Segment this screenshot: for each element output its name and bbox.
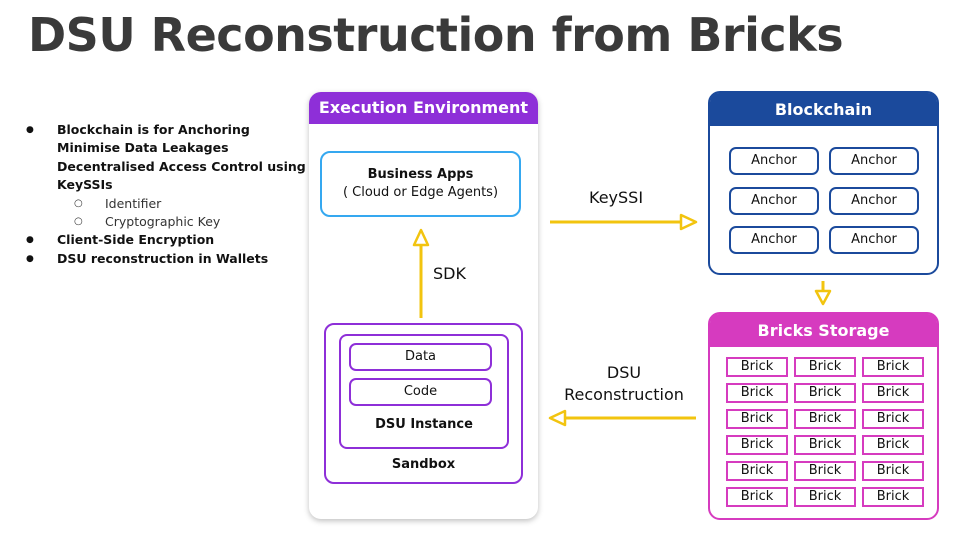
business-apps-box: Business Apps ( Cloud or Edge Agents) <box>320 151 521 217</box>
bullet-item: DSU reconstruction in Wallets <box>26 250 316 269</box>
brick-box: Brick <box>794 461 856 481</box>
sandbox-label: Sandbox <box>391 457 456 472</box>
brick-box: Brick <box>794 487 856 507</box>
brick-box: Brick <box>862 409 924 429</box>
sandbox-box: Data Code DSU Instance Sandbox <box>324 323 523 484</box>
dsu-label: DSU <box>606 363 642 382</box>
business-apps-subtitle: ( Cloud or Edge Agents) <box>342 185 499 200</box>
anchor-box: Anchor <box>829 226 919 254</box>
brick-box: Brick <box>726 461 788 481</box>
brick-box: Brick <box>726 357 788 377</box>
brick-box: Brick <box>794 383 856 403</box>
brick-box: Brick <box>862 383 924 403</box>
bricks-storage-header: Bricks Storage <box>710 314 937 347</box>
anchor-box: Anchor <box>729 226 819 254</box>
brick-box: Brick <box>726 383 788 403</box>
anchor-box: Anchor <box>829 147 919 175</box>
bullet-item: Blockchain is for Anchoring <box>26 121 316 140</box>
bullet-list: Blockchain is for Anchoring Minimise Dat… <box>26 121 316 269</box>
sub-bullet-item: Cryptographic Key <box>26 213 316 232</box>
data-box: Data <box>349 343 492 371</box>
code-box: Code <box>349 378 492 406</box>
bullet-item-continued: Minimise Data Leakages <box>57 140 229 156</box>
brick-box: Brick <box>726 435 788 455</box>
brick-box: Brick <box>794 357 856 377</box>
brick-box: Brick <box>862 487 924 507</box>
sdk-arrow <box>412 228 430 318</box>
sub-bullet-item: Identifier <box>26 195 316 214</box>
reconstruction-arrow <box>548 409 696 427</box>
sdk-label: SDK <box>433 264 466 283</box>
anchor-box: Anchor <box>729 187 819 215</box>
brick-box: Brick <box>794 435 856 455</box>
keyssi-arrow <box>550 213 698 231</box>
anchor-to-bricks-arrow <box>814 281 832 306</box>
slide-title: DSU Reconstruction from Bricks <box>28 8 844 62</box>
reconstruction-label: Reconstruction <box>564 385 684 404</box>
keyssi-label: KeySSI <box>589 188 644 207</box>
brick-box: Brick <box>862 435 924 455</box>
blockchain-box: Blockchain Anchor Anchor Anchor Anchor A… <box>708 91 939 275</box>
bullet-item-continued: KeySSIs <box>57 177 113 193</box>
brick-box: Brick <box>862 357 924 377</box>
anchor-box: Anchor <box>729 147 819 175</box>
dsu-instance-label: DSU Instance <box>375 417 473 432</box>
brick-box: Brick <box>862 461 924 481</box>
execution-environment-header: Execution Environment <box>309 92 538 124</box>
brick-box: Brick <box>794 409 856 429</box>
dsu-instance-box: Data Code DSU Instance <box>339 334 509 449</box>
bullet-item: Client-Side Encryption <box>26 231 316 250</box>
bullet-item-continued: Decentralised Access Control using <box>57 158 306 174</box>
brick-box: Brick <box>726 409 788 429</box>
anchor-box: Anchor <box>829 187 919 215</box>
execution-environment-box: Execution Environment Business Apps ( Cl… <box>309 92 538 519</box>
business-apps-title: Business Apps <box>367 167 474 182</box>
blockchain-header: Blockchain <box>710 93 937 126</box>
brick-box: Brick <box>726 487 788 507</box>
